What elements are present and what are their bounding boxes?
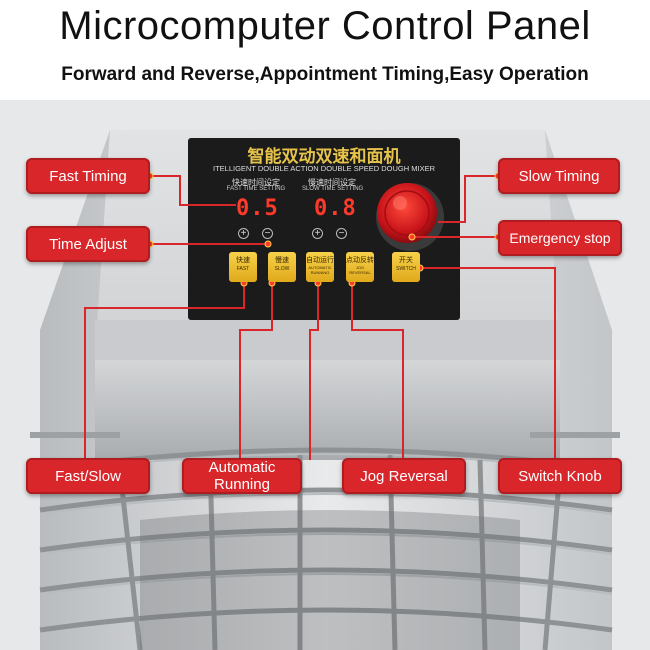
slow-key[interactable]: 慢速 SLOW: [268, 252, 296, 282]
automatic-running-key-sublabel: AUTOMATIC RUNNING: [308, 265, 332, 275]
time-adjust-callout: Time Adjust: [26, 226, 150, 262]
panel-title-cn: 智能双动双速和面机: [247, 147, 401, 166]
switch-knob-callout: Switch Knob: [498, 458, 622, 494]
fast-key[interactable]: 快速 FAST: [229, 252, 257, 282]
slow-setting-label-cn: 慢速时间设定: [308, 178, 356, 187]
fast-plus-button[interactable]: +: [238, 228, 249, 239]
jog-reversal-key-sublabel: JOG REVERSAL: [349, 265, 371, 275]
slow-key-sublabel: SLOW: [274, 266, 290, 272]
slow-minus-button[interactable]: −: [336, 228, 347, 239]
automatic-running-callout: Automatic Running: [182, 458, 302, 494]
panel-title-en: ITELLIGENT DOUBLE ACTION DOUBLE SPEED DO…: [213, 164, 435, 173]
fast-setting-label-en: FAST TIME SETTING: [226, 186, 286, 192]
switch-key[interactable]: 开关 SWITCH: [392, 252, 420, 282]
slow-timing-callout: Slow Timing: [498, 158, 620, 194]
slow-key-label: 慢速: [275, 257, 289, 264]
jog-reversal-key-label: 点动反转: [346, 257, 374, 264]
fast-minus-button[interactable]: −: [262, 228, 273, 239]
fast-key-label: 快速: [236, 257, 250, 264]
automatic-running-key-label: 自动运行: [306, 257, 334, 264]
automatic-running-key[interactable]: 自动运行 AUTOMATIC RUNNING: [306, 252, 334, 282]
jog-reversal-callout: Jog Reversal: [342, 458, 466, 494]
switch-key-sublabel: SWITCH: [396, 266, 416, 272]
switch-key-label: 开关: [399, 257, 413, 264]
emergency-stop-callout: Emergency stop: [498, 220, 622, 256]
jog-reversal-key[interactable]: 点动反转 JOG REVERSAL: [346, 252, 374, 282]
page-subtitle: Forward and Reverse,Appointment Timing,E…: [61, 64, 589, 85]
page-title: Microcomputer Control Panel: [59, 4, 591, 48]
fast-key-sublabel: FAST: [236, 266, 250, 272]
slow-time-display: 0.8: [314, 196, 357, 221]
fast-slow-callout: Fast/Slow: [26, 458, 150, 494]
fast-timing-callout: Fast Timing: [26, 158, 150, 194]
fast-time-display: 0.5: [236, 196, 279, 221]
slow-setting-label-en: SLOW TIME SETTING: [302, 186, 364, 192]
slow-plus-button[interactable]: +: [312, 228, 323, 239]
fast-setting-label-cn: 快速时间设定: [232, 178, 280, 187]
